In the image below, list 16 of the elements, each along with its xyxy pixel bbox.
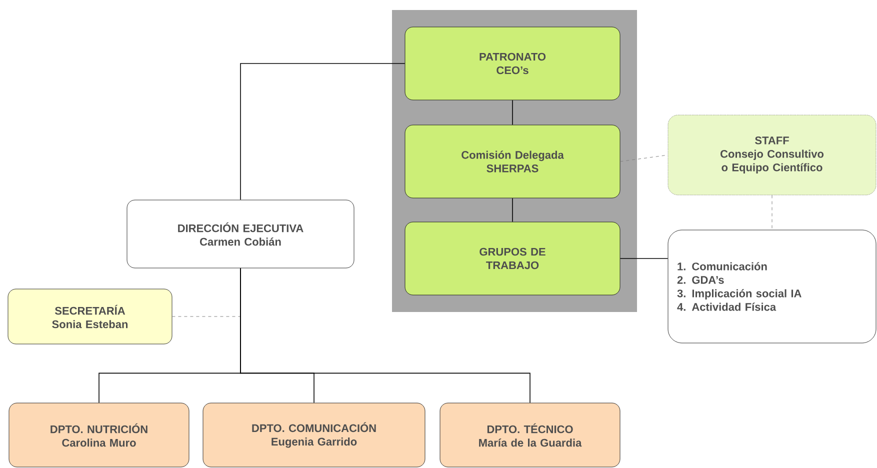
connector-line [512, 198, 513, 222]
org-box: STAFF Consejo Consultivo o Equipo Científico [668, 114, 876, 196]
list-box: 1. Comunicación 2. GDA’s 3. Implicación social IA 4. Actividad Física [668, 230, 876, 344]
org-box: DPTO. NUTRICIÓN Carolina Muro [8, 402, 190, 468]
org-box: DIRECCIÓN EJECUTIVA Carmen Cobián [126, 200, 354, 268]
org-box: SECRETARÍA Sonia Esteban [8, 288, 172, 344]
org-box: PATRONATO CEO’s [404, 26, 620, 100]
connector-line [240, 268, 530, 404]
connector-line [240, 63, 406, 200]
org-box: DPTO. TÉCNICO María de la Guardia [440, 402, 620, 468]
org-box: GRUPOS DE TRABAJO [404, 222, 620, 296]
connector-line [172, 316, 241, 317]
org-box: DPTO. COMUNICACIÓN Eugenia Garrido [202, 402, 426, 468]
connector-line [620, 258, 668, 259]
connector-line [512, 100, 513, 126]
org-box: Comisión Delegada SHERPAS [404, 124, 620, 198]
